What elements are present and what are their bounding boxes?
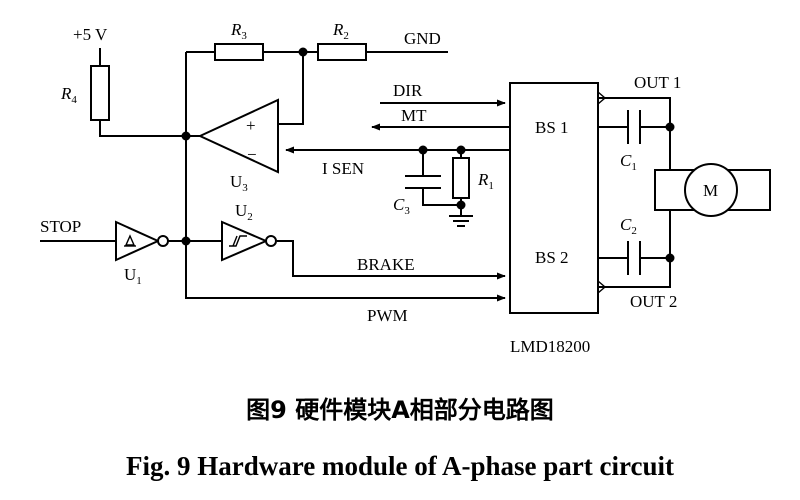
resistor-r3 xyxy=(214,43,264,61)
schmitt-inverter-u2 xyxy=(221,220,277,262)
opamp-u3 xyxy=(197,98,279,174)
motor-label: M xyxy=(703,181,718,200)
opamp-minus-sign: − xyxy=(247,145,257,164)
chip-name-label: LMD18200 xyxy=(510,337,590,356)
r3-designator: R3 xyxy=(230,20,247,42)
figure-caption-chinese: 图9 硬件模块A相部分电路图 xyxy=(246,396,554,424)
c2-designator: C2 xyxy=(620,215,637,237)
bs1-label: BS 1 xyxy=(535,118,569,137)
u1-designator: U1 xyxy=(124,265,142,287)
vcc-label: +5 V xyxy=(73,25,108,44)
dir-label: DIR xyxy=(393,81,423,100)
resistor-r2 xyxy=(317,43,367,61)
pwm-label: PWM xyxy=(367,306,408,325)
c1-designator: C1 xyxy=(620,151,637,173)
lmd18200-chip xyxy=(509,82,599,314)
r1-designator: R1 xyxy=(477,170,494,192)
inverter-u1 xyxy=(115,220,169,262)
mt-label: MT xyxy=(401,106,427,125)
motor-assembly xyxy=(654,163,771,217)
r4-designator: R4 xyxy=(60,84,77,106)
out1-label: OUT 1 xyxy=(634,73,681,92)
out2-label: OUT 2 xyxy=(630,292,677,311)
resistor-r1 xyxy=(452,157,470,199)
u2-designator: U2 xyxy=(235,201,253,223)
bs2-label: BS 2 xyxy=(535,248,569,267)
isen-label: I SEN xyxy=(322,159,364,178)
opamp-plus-sign: + xyxy=(246,116,256,135)
capacitor-c2 xyxy=(627,241,641,275)
gnd-label: GND xyxy=(404,29,441,48)
chip-pin-markers xyxy=(597,91,607,294)
capacitor-c1 xyxy=(627,110,641,144)
c3-designator: C3 xyxy=(393,195,410,217)
resistor-r4 xyxy=(90,65,110,121)
capacitor-c3 xyxy=(405,175,441,189)
figure-caption-english: Fig. 9 Hardware module of A-phase part c… xyxy=(126,451,674,481)
brake-label: BRAKE xyxy=(357,255,415,274)
junction-dots xyxy=(181,47,675,263)
stop-label: STOP xyxy=(40,217,81,236)
u3-designator: U3 xyxy=(230,172,248,194)
r2-designator: R2 xyxy=(332,20,349,42)
